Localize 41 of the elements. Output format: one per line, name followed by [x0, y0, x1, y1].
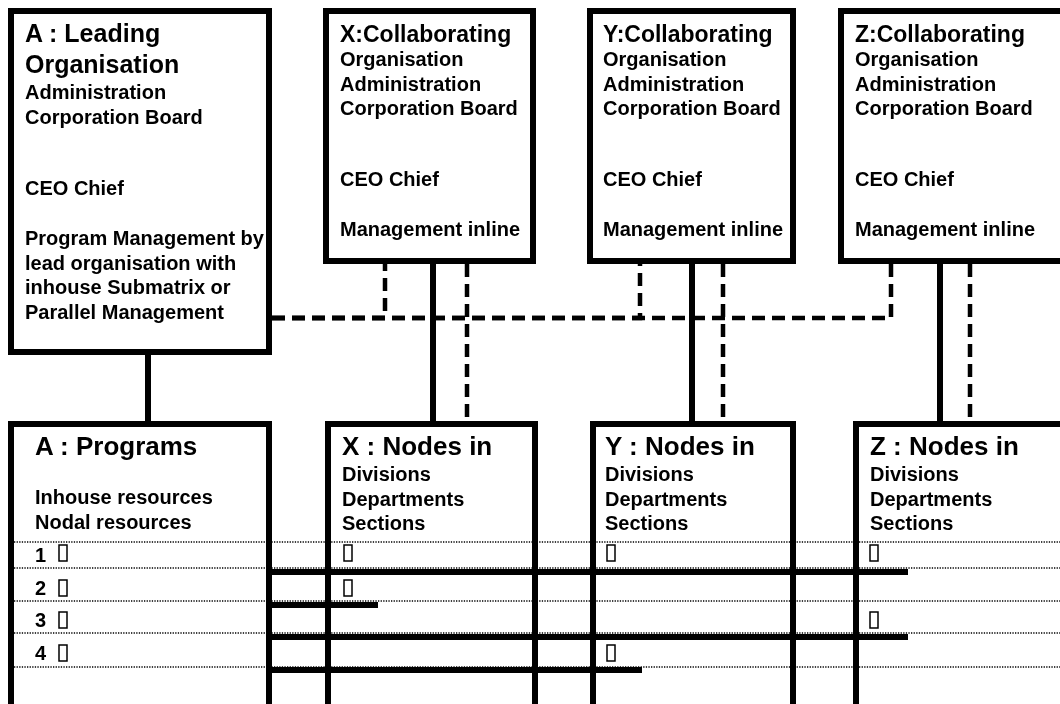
box-text: CEO Chief — [340, 167, 440, 192]
nodes-box — [590, 421, 796, 704]
box-heading: X:Collaborating — [340, 21, 513, 47]
box-text: Management inline — [855, 217, 1037, 242]
box-heading: Z:Collaborating — [855, 21, 1026, 47]
organisation-box — [8, 8, 272, 355]
connector — [689, 264, 695, 421]
box-heading: A : Programs — [35, 431, 199, 461]
row-number: 4 — [35, 641, 47, 665]
box-text: Management inline — [340, 217, 522, 242]
box-text: Divisions Departments Sections — [605, 462, 729, 536]
box-heading: X : Nodes in — [342, 431, 494, 461]
box-heading: Z : Nodes in — [870, 431, 1020, 461]
box-text: Organisation Administration Corporation Board — [603, 47, 782, 121]
box-text: Administration Corporation Board — [25, 80, 204, 129]
row-number: 2 — [35, 576, 47, 600]
box-text: Divisions Departments Sections — [870, 462, 994, 536]
connector — [430, 264, 436, 421]
box-heading: Y:Collaborating — [603, 21, 774, 47]
box-text: Organisation Administration Corporation Board — [855, 47, 1034, 121]
box-heading: Y : Nodes in — [605, 431, 756, 461]
box-text: CEO Chief — [603, 167, 703, 192]
box-text: Divisions Departments Sections — [342, 462, 466, 536]
box-text: Organisation Administration Corporation Board — [340, 47, 519, 121]
box-text: Inhouse resources Nodal resources — [35, 485, 214, 534]
organisation-box — [323, 8, 536, 264]
row-number: 3 — [35, 608, 47, 632]
organisation-box — [587, 8, 796, 264]
organisation-box — [838, 8, 1060, 264]
box-text: Program Management by lead organisation with inhouse Submatrix or Parallel Management — [25, 226, 265, 324]
row-number: 1 — [35, 543, 47, 567]
nodes-box — [325, 421, 538, 704]
box-heading: A : Leading Organisation — [25, 18, 181, 80]
nodes-box — [8, 421, 272, 704]
box-text: Management inline — [603, 217, 785, 242]
connector — [937, 264, 943, 421]
nodes-box — [853, 421, 1060, 704]
box-text: CEO Chief — [855, 167, 955, 192]
box-text: CEO Chief — [25, 176, 125, 201]
dashed-connector — [272, 264, 894, 321]
connector — [145, 355, 151, 421]
